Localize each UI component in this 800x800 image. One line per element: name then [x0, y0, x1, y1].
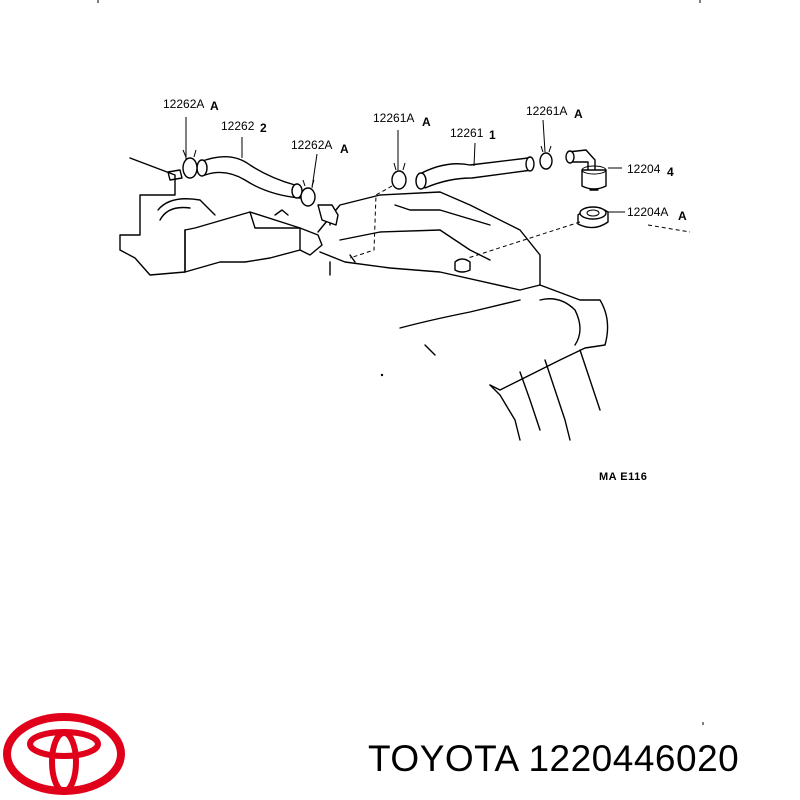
qty-12262: 2 — [260, 121, 267, 135]
label-12261a-right: 12261A — [526, 104, 567, 118]
qty-12261a-right: A — [574, 107, 583, 121]
toyota-logo-icon — [3, 713, 125, 795]
clamp-12261a-left — [391, 162, 407, 190]
label-12262a-left: 12262A — [163, 97, 204, 111]
grommet-12204a — [577, 206, 609, 229]
label-12204a: 12204A — [627, 205, 668, 219]
brand-part-number: TOYOTA 1220446020 — [368, 738, 740, 779]
label-12262: 12262 — [221, 119, 255, 133]
label-12261a-left: 12261A — [373, 111, 414, 125]
qty-12261a-left: A — [422, 115, 431, 129]
hose-12261 — [415, 156, 535, 190]
fitting-left — [167, 169, 339, 226]
label-12261: 12261 — [450, 126, 484, 140]
qty-12262a-right: A — [340, 142, 349, 156]
qty-12261: 1 — [489, 128, 496, 142]
qty-12262a-left: A — [210, 99, 219, 113]
diagram-code: MA E116 — [599, 471, 647, 483]
leader-lines — [185, 117, 691, 259]
hose-12262 — [196, 156, 303, 199]
clamp-12261a-right — [539, 145, 553, 170]
qty-12204: 4 — [667, 165, 674, 179]
callout-labels: 12262A A 12262 2 12262A A 12261A A 12261… — [163, 97, 687, 483]
engine-illustration — [119, 157, 609, 441]
label-12204: 12204 — [627, 162, 661, 176]
qty-12204a: A — [678, 209, 687, 223]
pcv-valve-12204 — [565, 149, 607, 191]
clamp-12262a-left — [182, 149, 198, 179]
label-12262a-right: 12262A — [291, 138, 332, 152]
